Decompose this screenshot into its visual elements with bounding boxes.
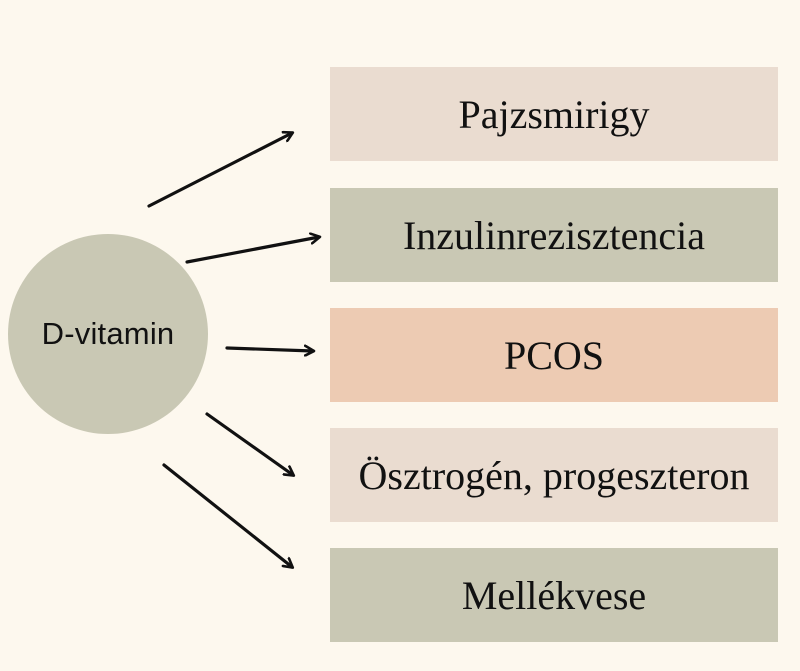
arrow-to-osztrogen [205,412,293,475]
d-vitamin-node: D-vitamin [8,234,208,434]
target-label: PCOS [503,332,605,378]
arrow-to-pcos [225,348,313,351]
target-box-pcos: PCOS [330,308,778,402]
target-box-inzulinrezisztencia: Inzulinrezisztencia [330,188,778,282]
target-box-osztrogen-progeszteron: Ösztrogén, progeszteron [330,428,778,522]
target-label: Inzulinrezisztencia [402,212,706,258]
target-label: Ösztrogén, progeszteron [358,452,750,498]
arrow-to-mellekvese [162,463,292,567]
arrow-to-pajzsmirigy [147,133,292,208]
d-vitamin-label: D-vitamin [41,316,175,351]
target-label: Pajzsmirigy [458,91,650,137]
arrow-to-inzulinrezisztencia [185,237,319,264]
target-label: Mellékvese [461,572,647,618]
target-box-pajzsmirigy: Pajzsmirigy [330,67,778,161]
target-box-mellekvese: Mellékvese [330,548,778,642]
